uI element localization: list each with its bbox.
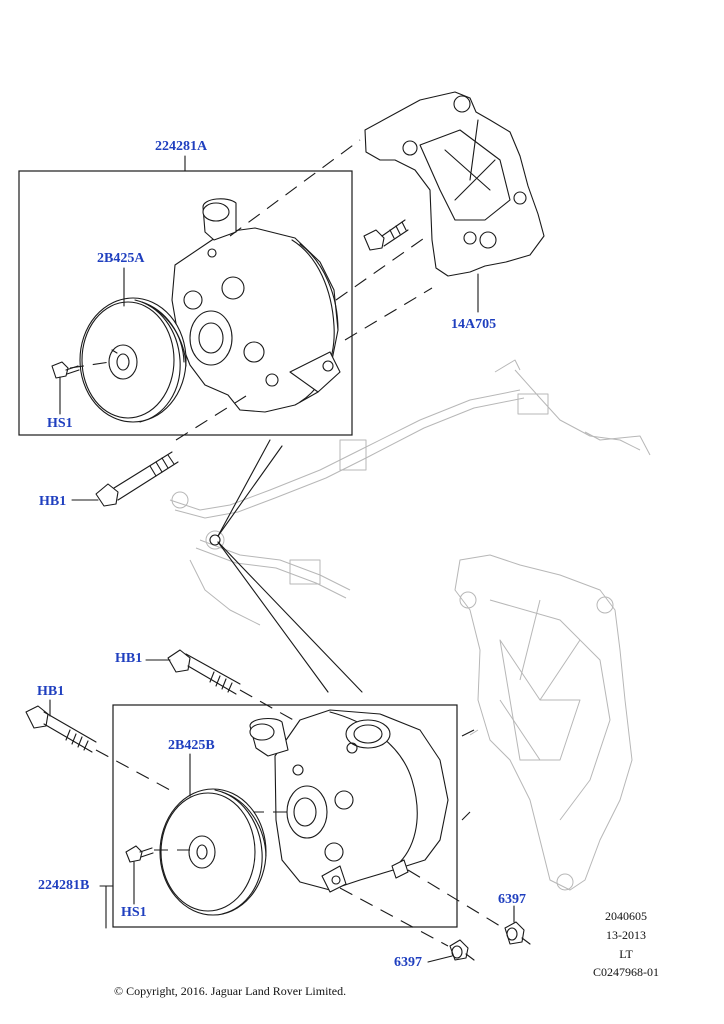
engine-block <box>454 554 633 891</box>
bracket-bolt <box>363 219 409 251</box>
axis-upper-screw <box>69 361 111 369</box>
reference-line-4: C0247968-01 <box>593 965 659 979</box>
upper-power-steering-pump <box>171 198 341 413</box>
callout-bushing-2[interactable]: 6397 <box>394 955 422 970</box>
callout-bolt-mid[interactable]: HB1 <box>39 494 67 509</box>
callout-pulley-upper[interactable]: 2B425A <box>97 251 145 266</box>
lower-kit-box <box>112 704 458 928</box>
callout-bushing-1[interactable]: 6397 <box>498 892 526 907</box>
axis-upper-bracket-1 <box>229 139 361 237</box>
reference-line-2: 13-2013 <box>606 928 646 942</box>
axis-bolt-mid <box>175 395 247 441</box>
callout-pulley-lower[interactable]: 2B425B <box>168 738 215 753</box>
pointer-2 <box>217 445 283 537</box>
axis-upper-bracket-2 <box>335 233 431 301</box>
callout-screw-upper[interactable]: HS1 <box>47 416 73 431</box>
bushing-1 <box>504 905 531 945</box>
callout-bolt-lower-2[interactable]: HB1 <box>37 684 65 699</box>
callout-bolt-lower-1[interactable]: HB1 <box>115 651 143 666</box>
callout-kit-upper[interactable]: 224281A <box>155 139 208 154</box>
bushing-2 <box>427 939 475 963</box>
pointer-1 <box>217 439 271 537</box>
lower-power-steering-pump <box>249 709 449 893</box>
axis-bushing-2 <box>339 887 449 947</box>
callout-kit-lower[interactable]: 224281B <box>38 878 90 893</box>
bolt-lower-2 <box>25 699 97 753</box>
callout-bracket[interactable]: 14A705 <box>451 317 497 332</box>
axis-upper-bracket-3 <box>344 287 433 341</box>
pump-bracket <box>364 91 545 277</box>
axis-bolt-lower-2 <box>95 749 171 791</box>
lower-screw <box>125 845 154 905</box>
copyright-notice: © Copyright, 2016. Jaguar Land Rover Lim… <box>114 984 347 998</box>
upper-screw <box>51 361 80 415</box>
pointer-3 <box>217 541 329 693</box>
pointer-4 <box>217 541 363 693</box>
bolt-lower-1 <box>145 649 241 695</box>
engine-pipework <box>169 359 651 626</box>
reference-line-3: LT <box>619 947 633 961</box>
reference-line-1: 2040605 <box>605 909 647 923</box>
lower-pulley <box>159 788 267 916</box>
axis-bushing-1 <box>407 869 501 927</box>
callout-screw-lower[interactable]: HS1 <box>121 905 147 920</box>
upper-pulley <box>79 297 187 423</box>
bolt-mid <box>71 451 179 507</box>
